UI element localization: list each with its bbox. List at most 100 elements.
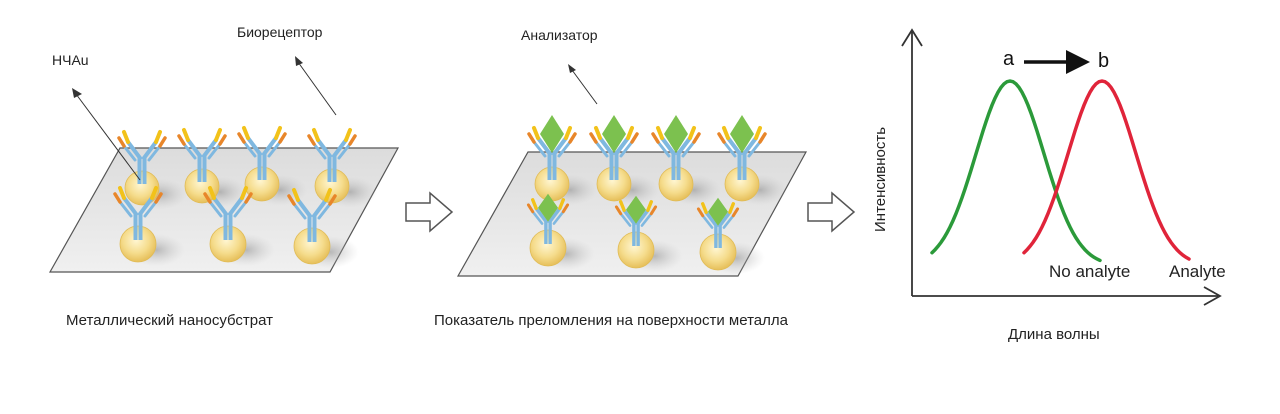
y-axis-label: Интенсивность (872, 126, 889, 232)
antibody-arm (594, 140, 609, 158)
antibody-tip (626, 126, 634, 140)
antibody-arm (704, 210, 718, 228)
antibody-tip (754, 126, 762, 140)
analyte-molecule (540, 115, 564, 153)
antibody-arm (640, 212, 653, 227)
y-axis-arrowhead (901, 28, 923, 47)
antibody-tip (614, 205, 623, 216)
antibody-arm (718, 210, 732, 228)
antibody-arm (262, 136, 278, 156)
antibody-arm (722, 140, 737, 158)
antibody-arm (722, 214, 735, 229)
antibody-tip (324, 188, 332, 202)
antibody-arm (552, 210, 565, 225)
series-label-analyte: Analyte (1169, 262, 1226, 281)
antibody-tip (177, 134, 186, 146)
antibody-arm (312, 142, 327, 160)
antibody-tip (237, 132, 246, 144)
antibody-tip (564, 126, 572, 140)
antibody-tip (278, 132, 287, 144)
antibody-arm (622, 208, 636, 226)
antibody (527, 126, 577, 180)
antibody-tip (274, 126, 282, 140)
antibody-tip (292, 188, 300, 202)
antibody-arm (316, 138, 332, 158)
antibody-arm (636, 208, 650, 226)
nanoparticle-pointer (75, 93, 141, 181)
antibody-arm (207, 142, 222, 160)
gold-nanoparticle (658, 166, 694, 202)
antibody-arm (312, 198, 328, 218)
antibody-tip (208, 186, 216, 200)
antibody-tip (558, 198, 565, 211)
antibody-arm (138, 196, 154, 216)
antibody-arm (332, 138, 348, 158)
antibody-arm (202, 138, 218, 158)
antibody-arm (208, 200, 223, 218)
antibody-arm (242, 140, 257, 158)
antibody (177, 128, 227, 182)
antibody (717, 126, 767, 180)
panel-2-receptors-with-analyte (526, 115, 788, 275)
antibody-arm (267, 140, 282, 158)
antibody-arm (660, 136, 676, 156)
gold-nanoparticle (119, 225, 157, 263)
gold-nanoparticle (534, 166, 570, 202)
gold-nanoparticle (209, 225, 247, 263)
antibody-arm (228, 196, 244, 216)
antibody-tip (154, 192, 163, 204)
nanoparticle-pointer-arrowhead (72, 88, 82, 98)
antibody (113, 186, 163, 240)
antibody-arm (337, 142, 352, 160)
antibody-tip (619, 200, 626, 213)
antibody-arm (126, 140, 142, 160)
antibody-arm (292, 202, 307, 220)
series-line-no-analyte (930, 79, 1102, 263)
antibody-tip (344, 128, 352, 142)
analyte-pointer-arrowhead (568, 64, 576, 73)
antibody (589, 126, 639, 180)
series-label-no-analyte: No analyte (1049, 262, 1131, 281)
antibody-tip (692, 132, 701, 144)
antibody-arm (317, 202, 332, 220)
antibody-tip (122, 130, 130, 144)
antibody-arm (536, 136, 552, 156)
antibody-tip (203, 192, 212, 204)
gold-nanoparticle (293, 227, 331, 265)
antibody-arm (142, 140, 158, 160)
antibody (614, 200, 658, 246)
analyte-pointer (571, 69, 598, 105)
antibody-tip (717, 132, 726, 144)
antibody-arm (614, 136, 630, 156)
antibody-arm (747, 140, 762, 158)
peak-label-b: b (1098, 50, 1110, 72)
antibody-tip (651, 132, 660, 144)
antibody-tip (728, 202, 735, 215)
antibody-tip (150, 186, 158, 200)
antibody (651, 126, 701, 180)
antibody (307, 128, 357, 182)
antibody-tip (154, 130, 162, 144)
antibody-tip (594, 126, 602, 140)
antibody-tip (531, 198, 538, 211)
antibody-arm (534, 206, 548, 224)
antibody-arm (532, 140, 547, 158)
antibody (117, 130, 167, 184)
antibody-tip (240, 186, 248, 200)
antibody-tip (113, 192, 122, 204)
antibody-tip (118, 186, 126, 200)
antibody-tip (656, 126, 664, 140)
antibody-arm (676, 136, 692, 156)
antibody-arm (296, 198, 312, 218)
antibody-arm (246, 136, 262, 156)
antibody-arm (742, 136, 758, 156)
gold-nanoparticle (596, 166, 632, 202)
antibody (287, 188, 337, 242)
refraction-caption: Показатель преломления на поверхности ме… (434, 312, 788, 329)
antibody-arm (118, 200, 133, 218)
step-arrow-1 (405, 191, 454, 233)
antibody-tip (117, 136, 126, 148)
antibody-arm (233, 200, 248, 218)
antibody-tip (312, 128, 320, 142)
antibody-tip (526, 203, 535, 214)
